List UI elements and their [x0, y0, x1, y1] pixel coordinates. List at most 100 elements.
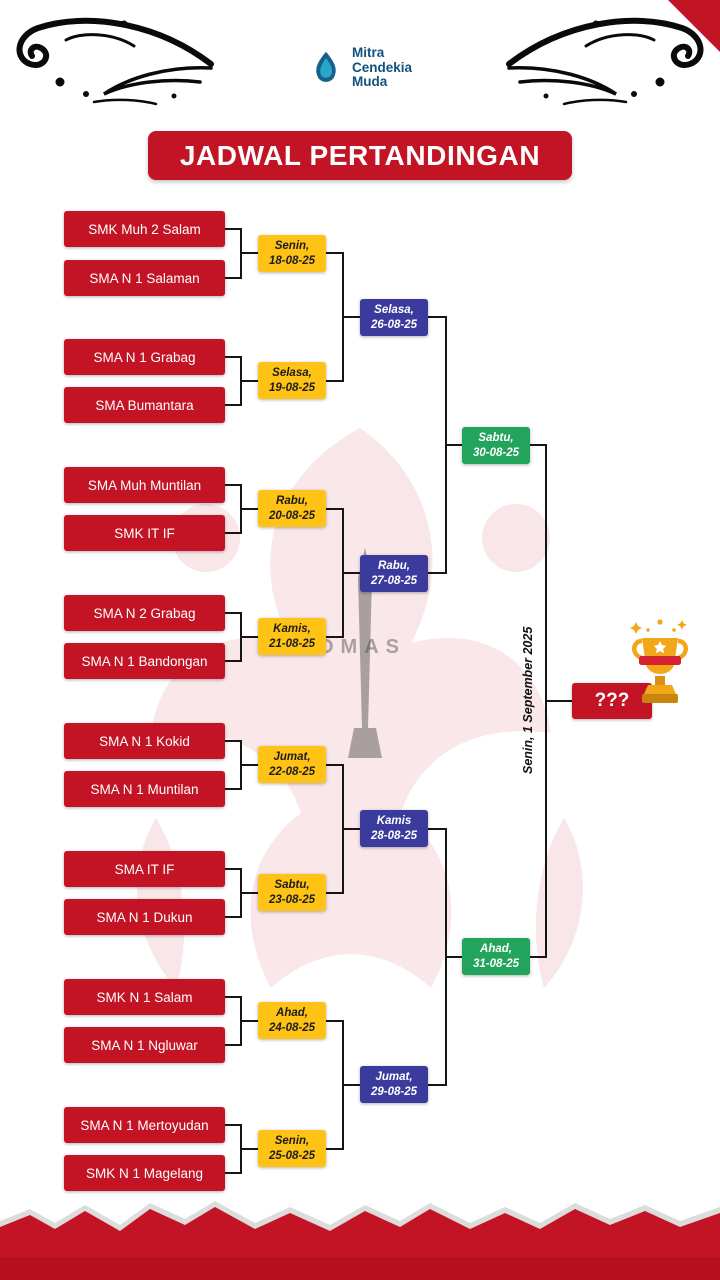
- match-day: Senin,: [274, 239, 310, 252]
- bracket-connector: [225, 277, 242, 279]
- match-date: 19-08-25: [268, 381, 316, 394]
- bracket-connector: [240, 380, 258, 382]
- match-day: Kamis,: [273, 622, 311, 635]
- team-box: SMA Bumantara: [64, 387, 225, 423]
- bracket-connector: [225, 228, 242, 230]
- logo: Mitra Cendekia Muda: [308, 45, 413, 90]
- bracket-connector: [545, 700, 572, 702]
- match-day: Ahad,: [480, 942, 512, 955]
- match-date: 26-08-25: [370, 318, 418, 331]
- final-winner-box: ???: [572, 683, 652, 719]
- team-box: SMA N 1 Mertoyudan: [64, 1107, 225, 1143]
- bracket-connector: [240, 636, 258, 638]
- bracket-connector: [225, 404, 242, 406]
- team-box: SMA N 1 Salaman: [64, 260, 225, 296]
- bracket-connector: [428, 316, 447, 318]
- team-box: SMA N 1 Muntilan: [64, 771, 225, 807]
- match-date: 20-08-25: [268, 509, 316, 522]
- semifinal-date-box: Ahad, 31-08-25: [462, 938, 530, 975]
- bracket-connector: [326, 252, 344, 254]
- bracket-connector: [342, 316, 360, 318]
- match-date-box: Selasa, 19-08-25: [258, 362, 326, 399]
- bracket-connector: [240, 508, 258, 510]
- team-box: SMA N 2 Grabag: [64, 595, 225, 631]
- match-date: 31-08-25: [472, 957, 520, 970]
- bracket-connector: [225, 740, 242, 742]
- team-box: SMK Muh 2 Salam: [64, 211, 225, 247]
- match-day: Selasa,: [374, 303, 414, 316]
- match-date-box: Senin, 25-08-25: [258, 1130, 326, 1167]
- bracket-connector: [326, 892, 344, 894]
- match-day: Selasa,: [272, 366, 312, 379]
- watermark-text: OMAS: [318, 636, 406, 658]
- bracket-connector: [225, 996, 242, 998]
- match-date: 18-08-25: [268, 254, 316, 267]
- match-date-box: Sabtu,23-08-25: [258, 874, 326, 911]
- flourish-left-icon: [16, 17, 214, 106]
- match-date: 24-08-25: [268, 1021, 316, 1034]
- bracket-connector: [225, 612, 242, 614]
- team-box: SMK IT IF: [64, 515, 225, 551]
- bracket-connector: [225, 532, 242, 534]
- team-box: SMA IT IF: [64, 851, 225, 887]
- bracket-connector: [326, 1148, 344, 1150]
- bracket-connector: [530, 956, 547, 958]
- bracket-connector: [240, 764, 258, 766]
- logo-line-2: Cendekia: [351, 59, 413, 75]
- bracket-connector: [240, 1148, 258, 1150]
- match-date: 27-08-25: [370, 574, 418, 587]
- bracket-connector: [530, 444, 547, 446]
- bracket-connector: [225, 788, 242, 790]
- bracket-connector: [225, 1124, 242, 1126]
- logo-text: Mitra Cendekia Muda: [351, 45, 413, 90]
- bracket-connector: [240, 252, 258, 254]
- semifinal-date-box: Sabtu, 30-08-25: [462, 427, 530, 464]
- team-box: SMA N 1 Grabag: [64, 339, 225, 375]
- team-box: SMK N 1 Magelang: [64, 1155, 225, 1191]
- bracket-connector: [342, 572, 360, 574]
- logo-line-1: Mitra: [351, 45, 385, 60]
- bracket-connector: [225, 916, 242, 918]
- bracket-connector: [225, 1044, 242, 1046]
- match-day: Senin,: [274, 1134, 310, 1147]
- match-date-box: Rabu,20-08-25: [258, 490, 326, 527]
- final-date-label: Senin, 1 September 2025: [521, 626, 535, 774]
- match-date: 22-08-25: [268, 765, 316, 778]
- page-title: JADWAL PERTANDINGAN: [148, 131, 572, 180]
- match-day: Jumat,: [375, 1070, 413, 1083]
- match-date: 28-08-25: [370, 829, 418, 842]
- torn-paper-edge: [0, 1201, 720, 1280]
- bracket-connector: [445, 444, 462, 446]
- bracket-connector: [240, 892, 258, 894]
- bracket-connector: [240, 1020, 258, 1022]
- logo-line-3: Muda: [351, 74, 388, 90]
- team-box: SMA N 1 Dukun: [64, 899, 225, 935]
- quarterfinal-date-box: Selasa, 26-08-25: [360, 299, 428, 336]
- bracket-connector: [342, 828, 360, 830]
- bracket-connector: [326, 764, 344, 766]
- bracket-connector: [428, 1084, 447, 1086]
- bracket-connector: [428, 572, 447, 574]
- match-date-box: Jumat, 22-08-25: [258, 746, 326, 783]
- match-date-box: Kamis,21-08-25: [258, 618, 326, 655]
- match-day: Ahad,: [276, 1006, 308, 1019]
- bracket-connector: [428, 828, 447, 830]
- match-day: Jumat,: [273, 750, 311, 763]
- match-date: 25-08-25: [268, 1149, 316, 1162]
- match-day: Rabu,: [378, 559, 410, 572]
- bracket-connector: [225, 1172, 242, 1174]
- team-box: SMK N 1 Salam: [64, 979, 225, 1015]
- bracket-connector: [225, 868, 242, 870]
- bracket-connector: [326, 1020, 344, 1022]
- corner-ribbon: [668, 0, 720, 52]
- match-date: 23-08-25: [268, 893, 316, 906]
- quarterfinal-date-box: Jumat,29-08-25: [360, 1066, 428, 1103]
- bracket-connector: [445, 956, 462, 958]
- bracket-connector: [326, 636, 344, 638]
- match-day: Sabtu,: [478, 431, 514, 444]
- team-box: SMA Muh Muntilan: [64, 467, 225, 503]
- match-date: 30-08-25: [472, 446, 520, 459]
- match-date-box: Ahad, 24-08-25: [258, 1002, 326, 1039]
